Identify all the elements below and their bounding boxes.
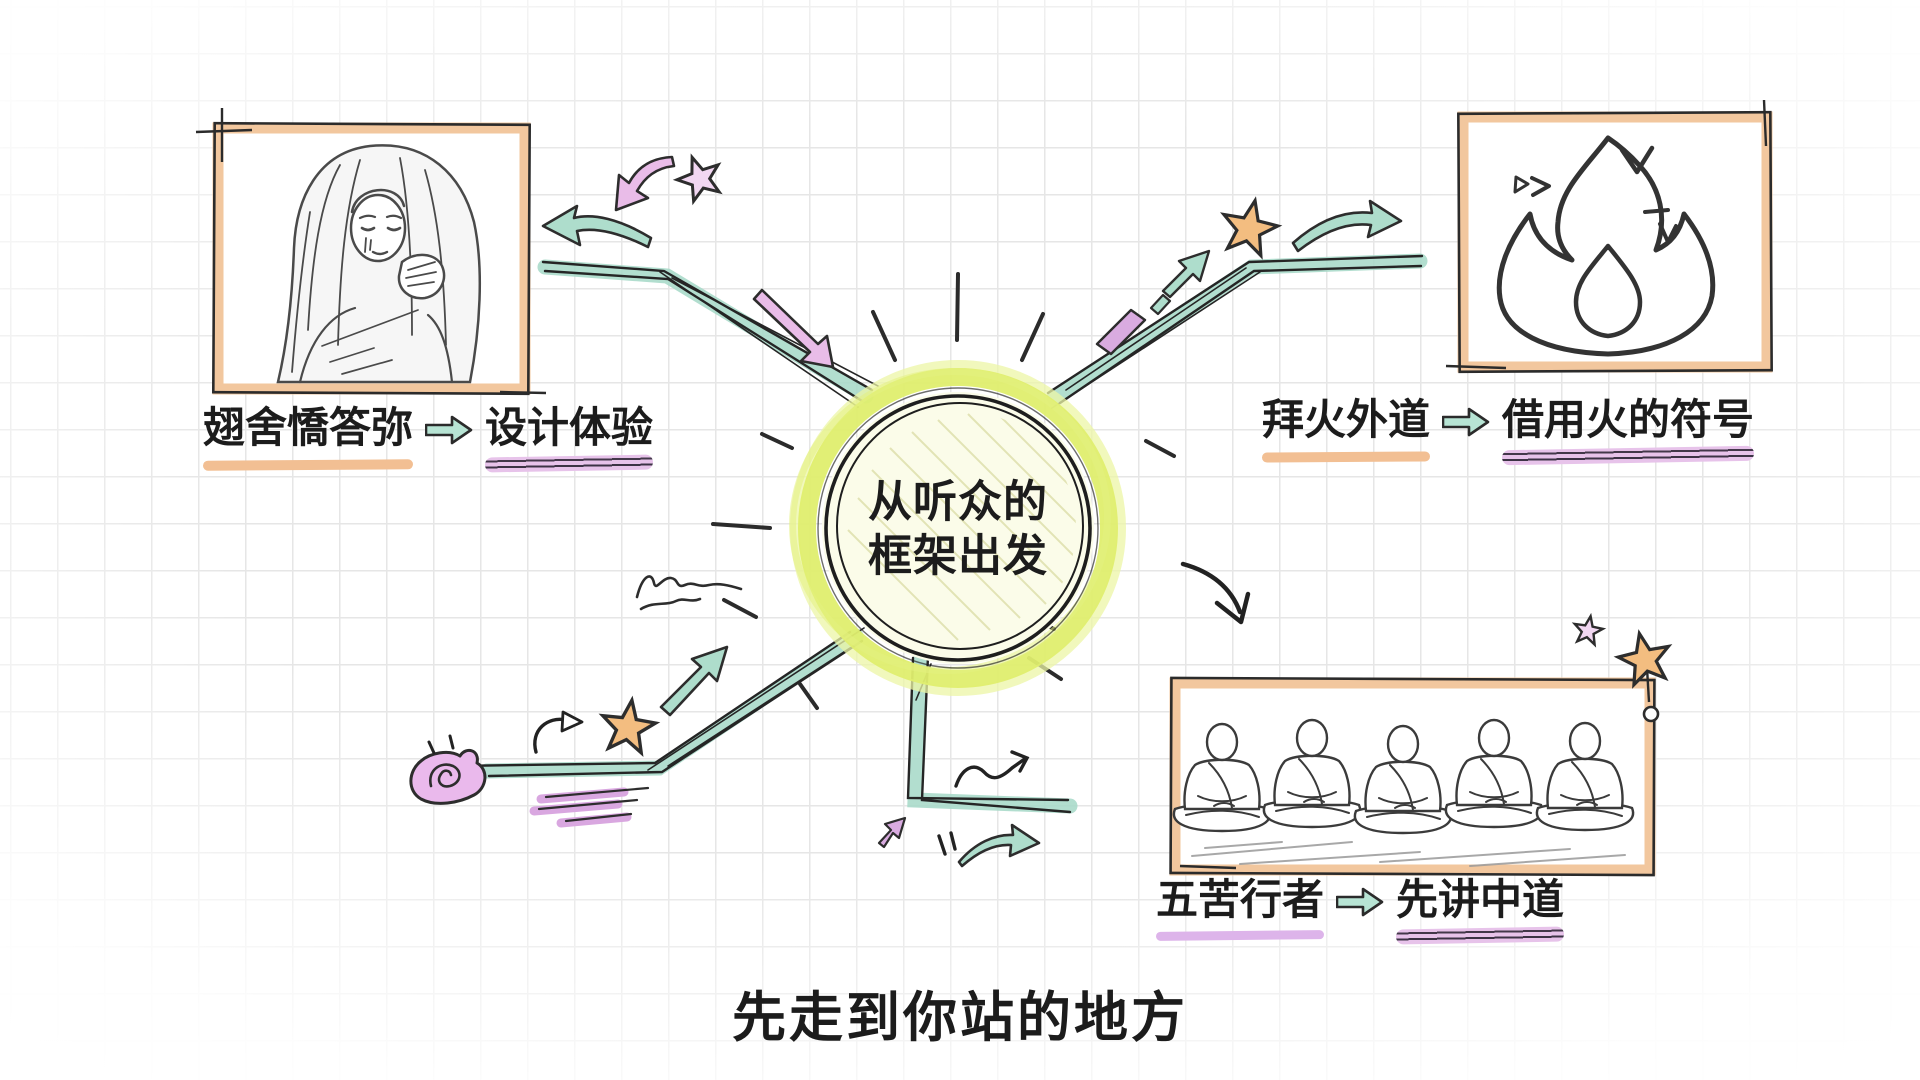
mint-arrow-up-right-2-icon (659, 645, 729, 717)
tick-marks (937, 831, 957, 856)
grieving-woman-sketch (276, 144, 482, 384)
black-squiggle-arrow-icon (954, 750, 1030, 788)
center-hub (789, 360, 1126, 696)
bottom-caption: 先走到你站的地方 (732, 988, 1188, 1048)
fire-worship-image (1445, 99, 1773, 374)
pink-curved-arrow-down-left-icon (614, 155, 676, 212)
purple-dash-icon (1095, 293, 1172, 356)
branch-target-text: 先讲中道 (1396, 877, 1564, 943)
mint-block-arrow-icon (1336, 887, 1384, 917)
central-idea-line1: 从听众的 (868, 477, 1048, 527)
branch-label-bottom-right: 五苦行者 先讲中道 (1156, 877, 1564, 943)
mint-curved-arrow-left-icon (541, 204, 653, 249)
five-meditating-monks-sketch (1172, 718, 1635, 867)
pink-star-icon (672, 150, 727, 204)
kisa-gotami-image (195, 108, 547, 396)
purple-speed-lines (529, 786, 650, 828)
small-purple-arrow-icon (877, 816, 907, 849)
branch-label-top-left: 翅舍憍答弥 设计体验 (203, 405, 653, 471)
spoke-top-left (537, 259, 879, 408)
orange-star-icon (1217, 195, 1282, 258)
scribble-doodle (635, 575, 743, 611)
five-ascetics-image (1169, 667, 1656, 877)
pink-star-2-icon (1572, 614, 1605, 646)
black-curved-arrow-down-right-icon (1180, 561, 1251, 625)
branch-source-text: 翅舍憍答弥 (203, 405, 413, 470)
pink-blob-doodle (409, 734, 487, 805)
mint-curved-arrow-right-2-icon (957, 823, 1041, 868)
small-circle-doodle (1642, 705, 1660, 723)
central-idea-text: 从听众的 框架出发 (868, 475, 1048, 582)
branch-label-top-right: 拜火外道 借用火的符号 (1262, 397, 1754, 463)
spoke-top-right (1046, 253, 1428, 409)
orange-star-2-icon (599, 697, 659, 755)
central-idea-line2: 框架出发 (868, 531, 1048, 580)
branch-target-text: 借用火的符号 (1502, 397, 1754, 463)
mint-arrow-up-right-icon (1161, 249, 1211, 299)
spoke-bottom-left (453, 627, 865, 779)
mint-block-arrow-icon (1442, 407, 1490, 437)
branch-target-text: 设计体验 (485, 405, 653, 471)
mint-curved-arrow-right-icon (1291, 199, 1403, 253)
small-curl-arrow-icon (533, 710, 584, 754)
branch-source-text: 五苦行者 (1156, 877, 1324, 940)
mint-block-arrow-icon (425, 415, 473, 445)
pink-arrow-down-right-icon (752, 288, 835, 369)
flame-sketch (1496, 135, 1716, 357)
branch-source-text: 拜火外道 (1262, 397, 1430, 462)
